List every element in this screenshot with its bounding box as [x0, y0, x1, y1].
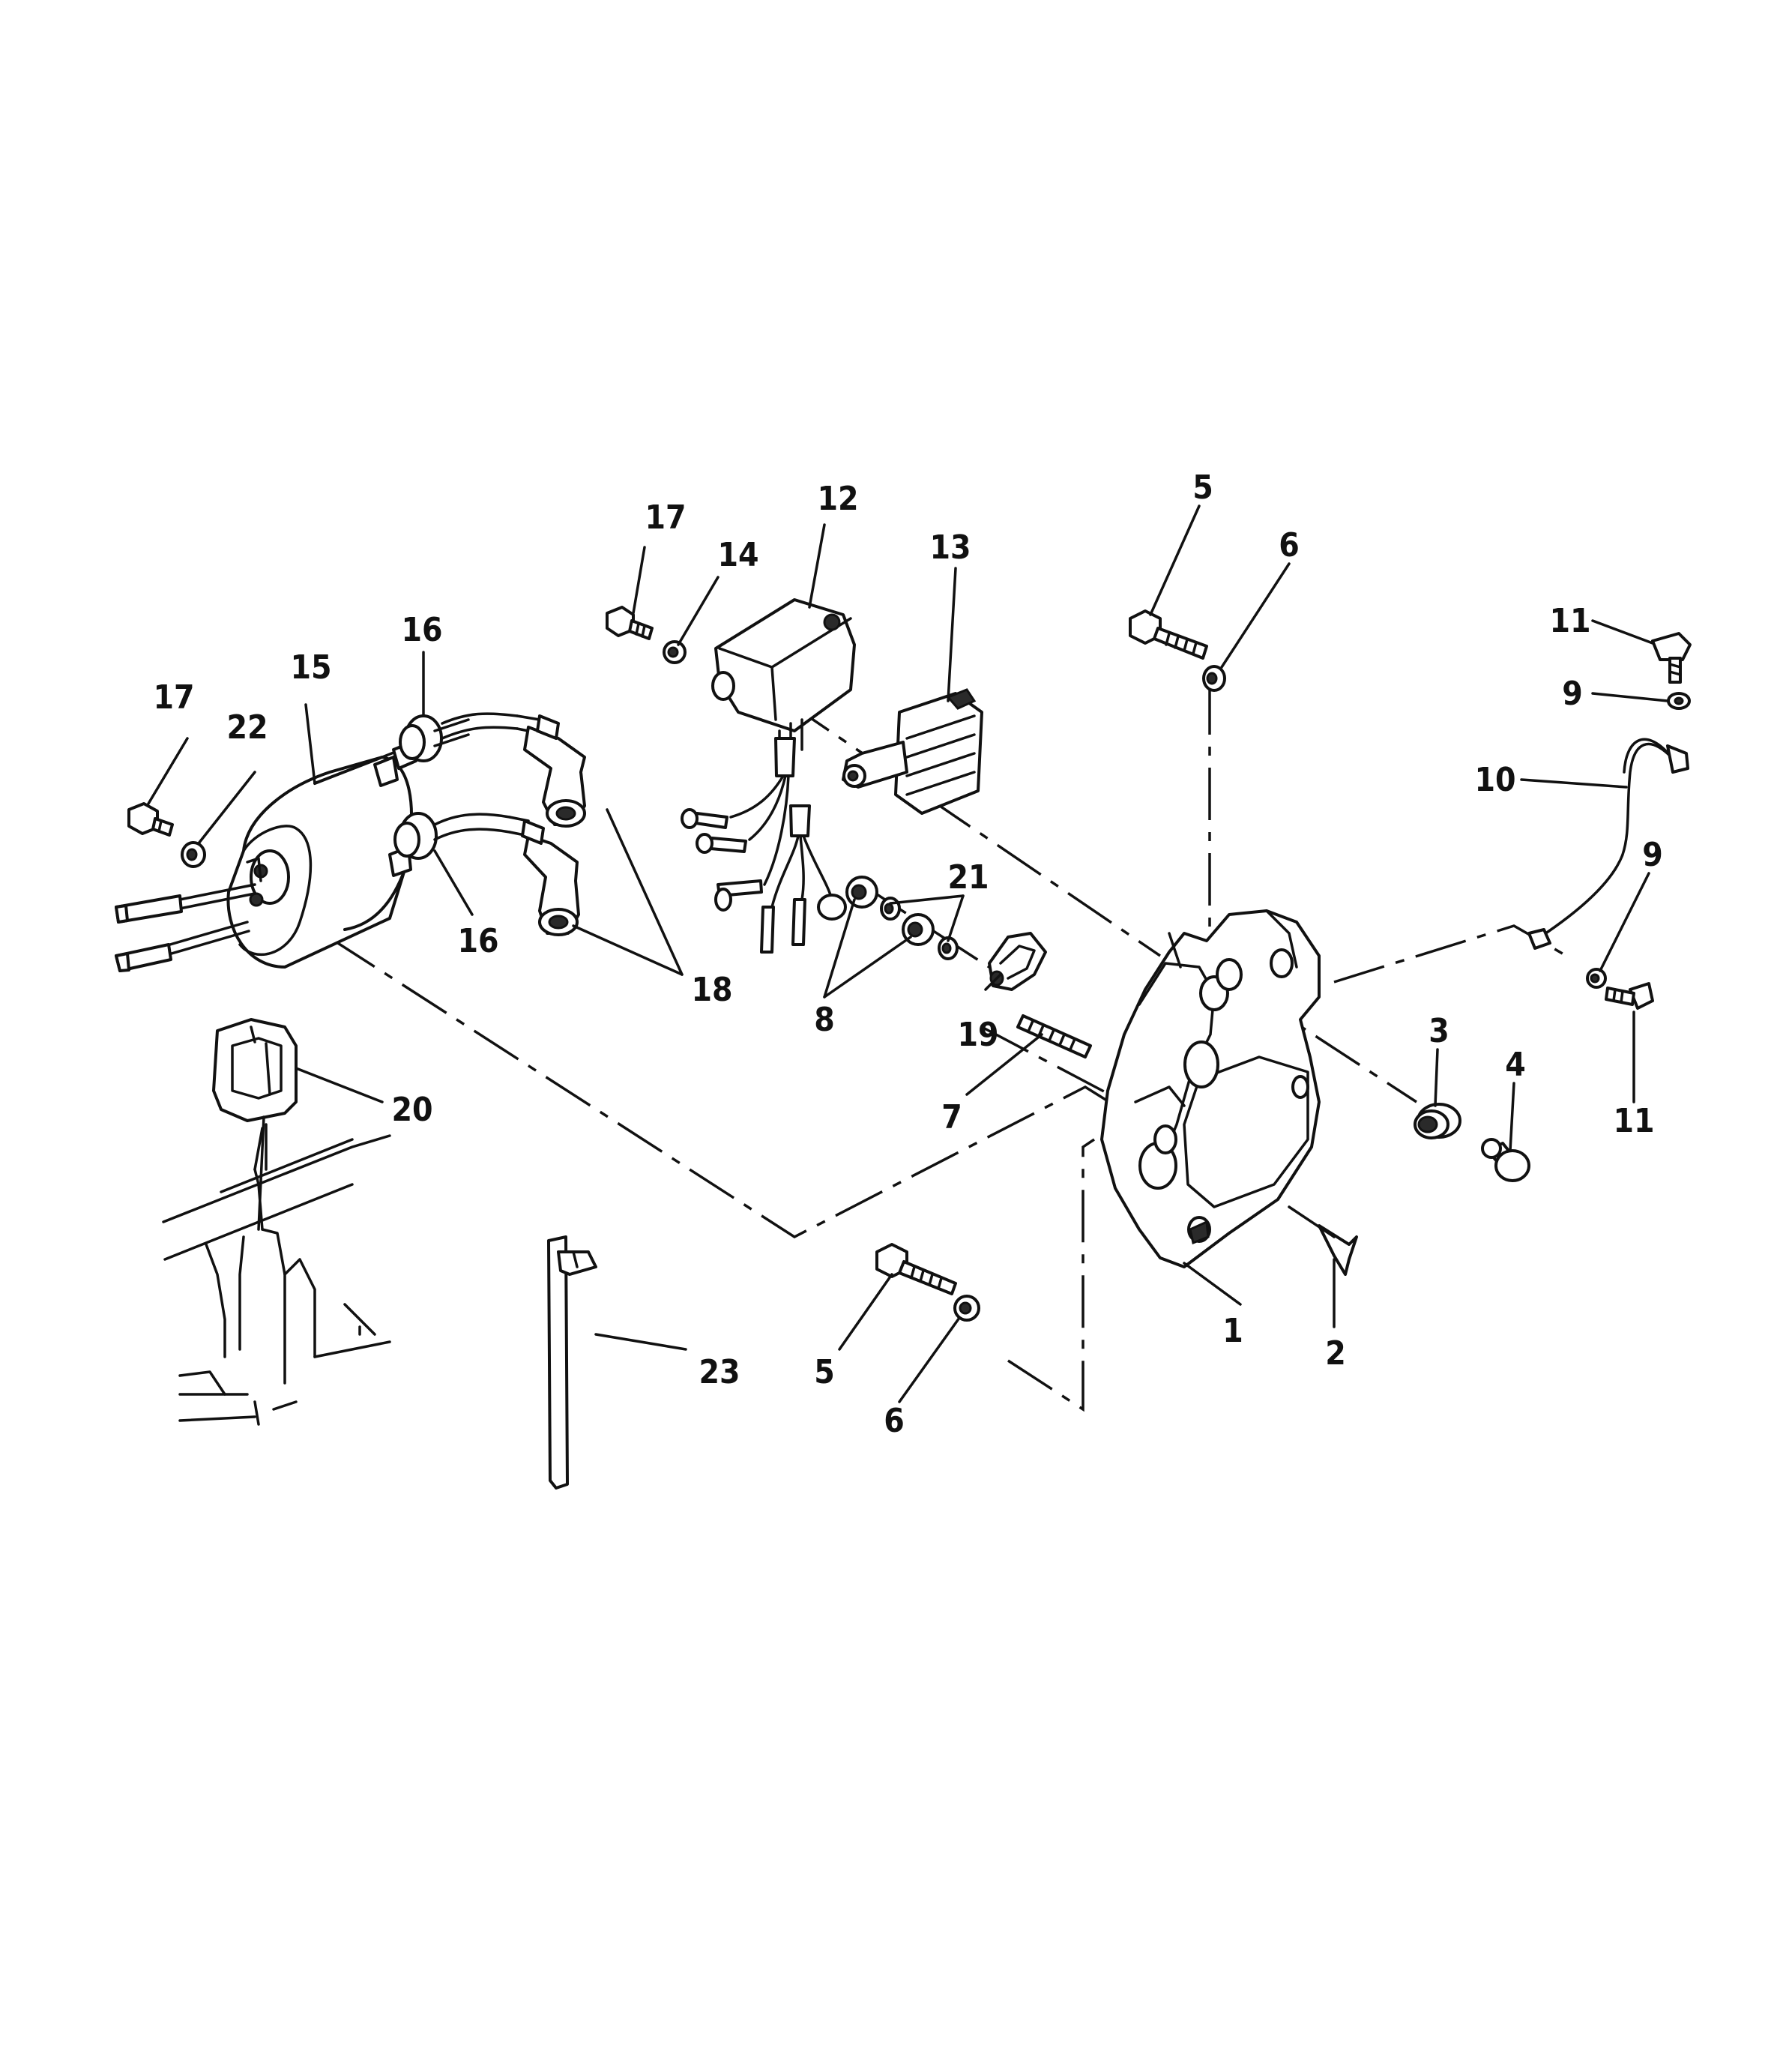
- washer-14: [663, 640, 687, 664]
- ignition-coil-15: [226, 741, 421, 969]
- grommet-3: [1414, 1103, 1461, 1139]
- leader-lines: [147, 505, 1669, 1403]
- ignition-plate: [1100, 909, 1321, 1268]
- callout-22: 22: [226, 708, 268, 747]
- washer-9-top: [1667, 692, 1691, 710]
- callout-23: 23: [699, 1353, 740, 1391]
- callout-9-top: 9: [1562, 675, 1583, 713]
- callout-17-top: 17: [645, 499, 686, 537]
- ground-wire-10: [1527, 738, 1689, 950]
- stud-7: [1016, 1014, 1092, 1058]
- callout-10: 10: [1474, 761, 1515, 799]
- callout-7: 7: [941, 1098, 962, 1136]
- insulator-20: [212, 1018, 298, 1122]
- switch-box-wire-leads: [681, 737, 847, 954]
- callout-11-bottom: 11: [1613, 1102, 1654, 1140]
- callout-15: 15: [290, 648, 331, 687]
- bolt-17-left: [127, 802, 174, 837]
- coil-primary-leads: [115, 883, 256, 972]
- boot-16-upper: [399, 714, 470, 762]
- callout-2: 2: [1325, 1334, 1346, 1373]
- callout-16-top: 16: [401, 611, 442, 649]
- callout-20: 20: [391, 1091, 432, 1129]
- washer-6-top: [1202, 665, 1226, 692]
- callout-21: 21: [947, 858, 989, 897]
- bolt-17-top: [606, 606, 654, 640]
- callout-11-top: 11: [1549, 602, 1590, 640]
- callout-13: 13: [929, 528, 971, 567]
- callout-19: 19: [957, 1016, 998, 1054]
- callout-9-bottom: 9: [1642, 836, 1663, 874]
- washer-6-bottom: [953, 1295, 980, 1322]
- bolt-5-top: [1129, 609, 1208, 660]
- callout-8: 8: [814, 1001, 835, 1039]
- callout-17-left: 17: [153, 678, 194, 717]
- washer-9-bottom: [1586, 968, 1607, 989]
- callout-5-top: 5: [1192, 469, 1213, 507]
- callout-16-bottom: 16: [457, 922, 498, 960]
- callout-5-bottom: 5: [814, 1353, 835, 1391]
- bolt-5-bottom: [875, 1243, 957, 1295]
- sleeve-4: [1481, 1138, 1530, 1182]
- callout-labels: 1 2 3 4 5 5 6 6 7 8 9 9 10 11 11 12 13 1…: [153, 469, 1662, 1440]
- callout-3: 3: [1429, 1012, 1449, 1050]
- callout-6-top: 6: [1279, 526, 1300, 564]
- spark-plug-cap-18-lower: [521, 819, 580, 936]
- assembly-center-lines: [258, 682, 1567, 1412]
- callout-14: 14: [717, 536, 758, 574]
- grommet-8-upper: [845, 876, 878, 909]
- callout-4: 4: [1505, 1046, 1526, 1084]
- screw-11-top: [1651, 632, 1692, 684]
- washer-21-upper: [880, 897, 901, 921]
- callout-6-bottom: 6: [884, 1402, 905, 1440]
- washer-21-lower: [938, 936, 959, 960]
- callout-1: 1: [1222, 1312, 1243, 1350]
- clamp-19: [988, 932, 1047, 991]
- mounting-bracket: [162, 1123, 391, 1426]
- boot-16-lower: [393, 812, 438, 860]
- washer-22: [181, 841, 206, 868]
- callout-12: 12: [817, 480, 858, 518]
- cable-tie-23: [547, 1235, 597, 1490]
- rectifier-13: [842, 688, 983, 815]
- callout-18: 18: [691, 971, 732, 1009]
- screw-2: [1288, 1205, 1358, 1276]
- spark-plug-cap-18-upper: [523, 714, 586, 828]
- screw-11-bottom: [1605, 982, 1654, 1010]
- switch-box-12: [711, 598, 856, 759]
